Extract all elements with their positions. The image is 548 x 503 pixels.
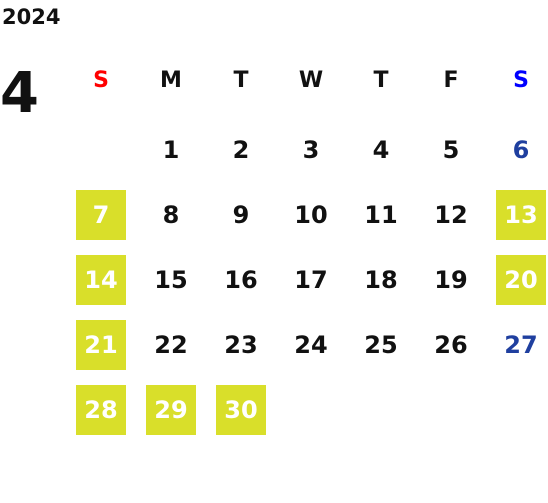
day-cell[interactable]: 22 (154, 331, 188, 359)
day-cell[interactable]: 26 (434, 331, 468, 359)
weekday-header: T (233, 67, 249, 93)
day-cell[interactable]: 8 (162, 201, 180, 229)
day-cell[interactable]: 11 (364, 201, 398, 229)
day-cell[interactable]: 20 (496, 255, 546, 305)
day-cell[interactable]: 12 (434, 201, 468, 229)
day-cell[interactable]: 30 (216, 385, 266, 435)
day-cell[interactable]: 9 (232, 201, 250, 229)
day-cell[interactable]: 16 (224, 266, 258, 294)
weekday-header: S (513, 67, 529, 93)
day-cell[interactable]: 14 (76, 255, 126, 305)
day-cell[interactable]: 10 (294, 201, 328, 229)
day-cell[interactable]: 7 (76, 190, 126, 240)
day-cell[interactable]: 28 (76, 385, 126, 435)
weekday-header: M (160, 67, 182, 93)
day-cell[interactable]: 25 (364, 331, 398, 359)
day-cell[interactable]: 17 (294, 266, 328, 294)
day-cell[interactable]: 27 (504, 331, 538, 359)
year-label: 2024 (2, 5, 61, 29)
day-cell[interactable]: 13 (496, 190, 546, 240)
weekday-header: F (443, 67, 459, 93)
day-cell[interactable]: 1 (162, 136, 180, 164)
day-cell[interactable]: 4 (372, 136, 390, 164)
day-cell[interactable]: 6 (512, 136, 530, 164)
day-cell[interactable]: 23 (224, 331, 258, 359)
day-cell[interactable]: 21 (76, 320, 126, 370)
weekday-header: S (93, 67, 109, 93)
day-cell[interactable]: 29 (146, 385, 196, 435)
weekday-header: W (298, 67, 324, 93)
day-cell[interactable]: 3 (302, 136, 320, 164)
day-cell[interactable]: 2 (232, 136, 250, 164)
day-cell[interactable]: 19 (434, 266, 468, 294)
weekday-header: T (373, 67, 389, 93)
day-cell[interactable]: 5 (442, 136, 460, 164)
month-number: 4 (0, 61, 39, 126)
day-cell[interactable]: 18 (364, 266, 398, 294)
day-cell[interactable]: 24 (294, 331, 328, 359)
day-cell[interactable]: 15 (154, 266, 188, 294)
